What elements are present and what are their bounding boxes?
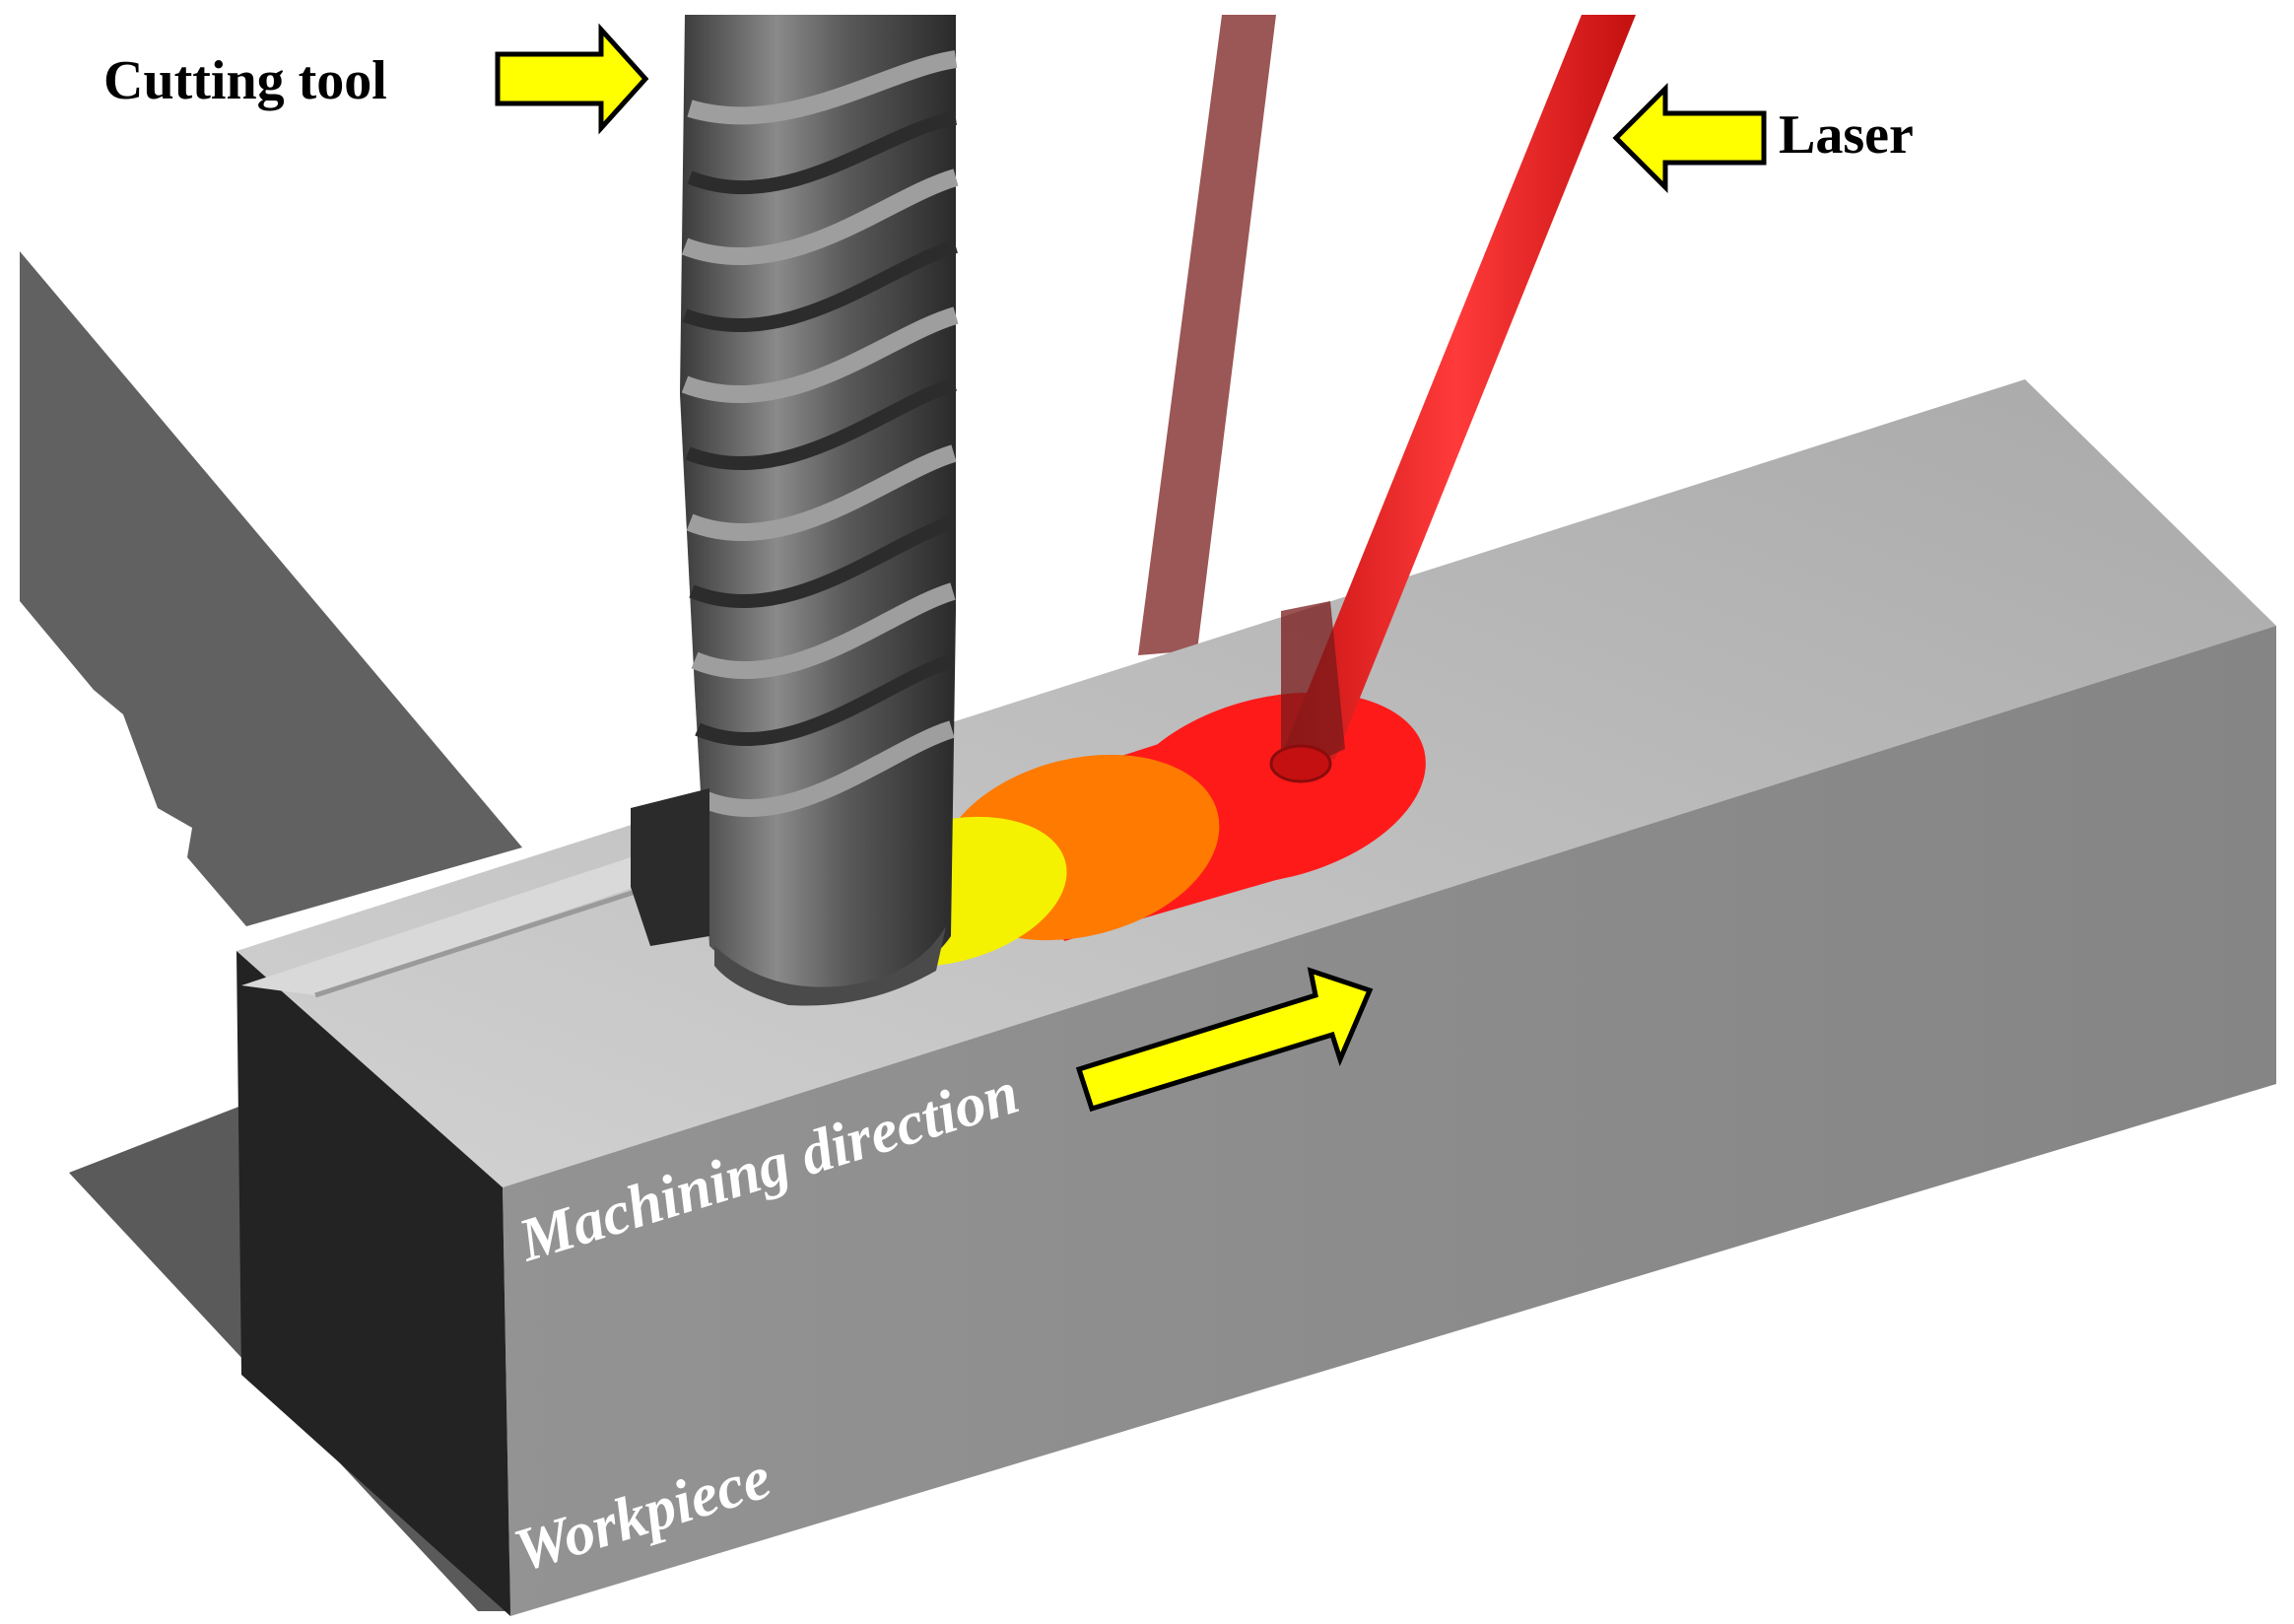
machining-direction-arrow-icon: [1075, 967, 1374, 1113]
laser-beam-secondary: [1138, 15, 1276, 655]
workpiece: [236, 379, 2276, 1616]
cutting-tool-label: Cutting tool: [103, 50, 387, 111]
workpiece-front-face: [503, 626, 2276, 1616]
workpiece-side-face: [236, 951, 510, 1616]
machined-groove: [241, 857, 650, 995]
groove-edge: [314, 884, 651, 998]
laser-arrow-icon: [1612, 82, 1767, 194]
laser-beam: [1269, 15, 1636, 783]
cutting-tool-arrow-icon: [495, 23, 649, 135]
laser-label: Laser: [1779, 104, 1914, 166]
cutting-tool: [631, 15, 959, 1006]
